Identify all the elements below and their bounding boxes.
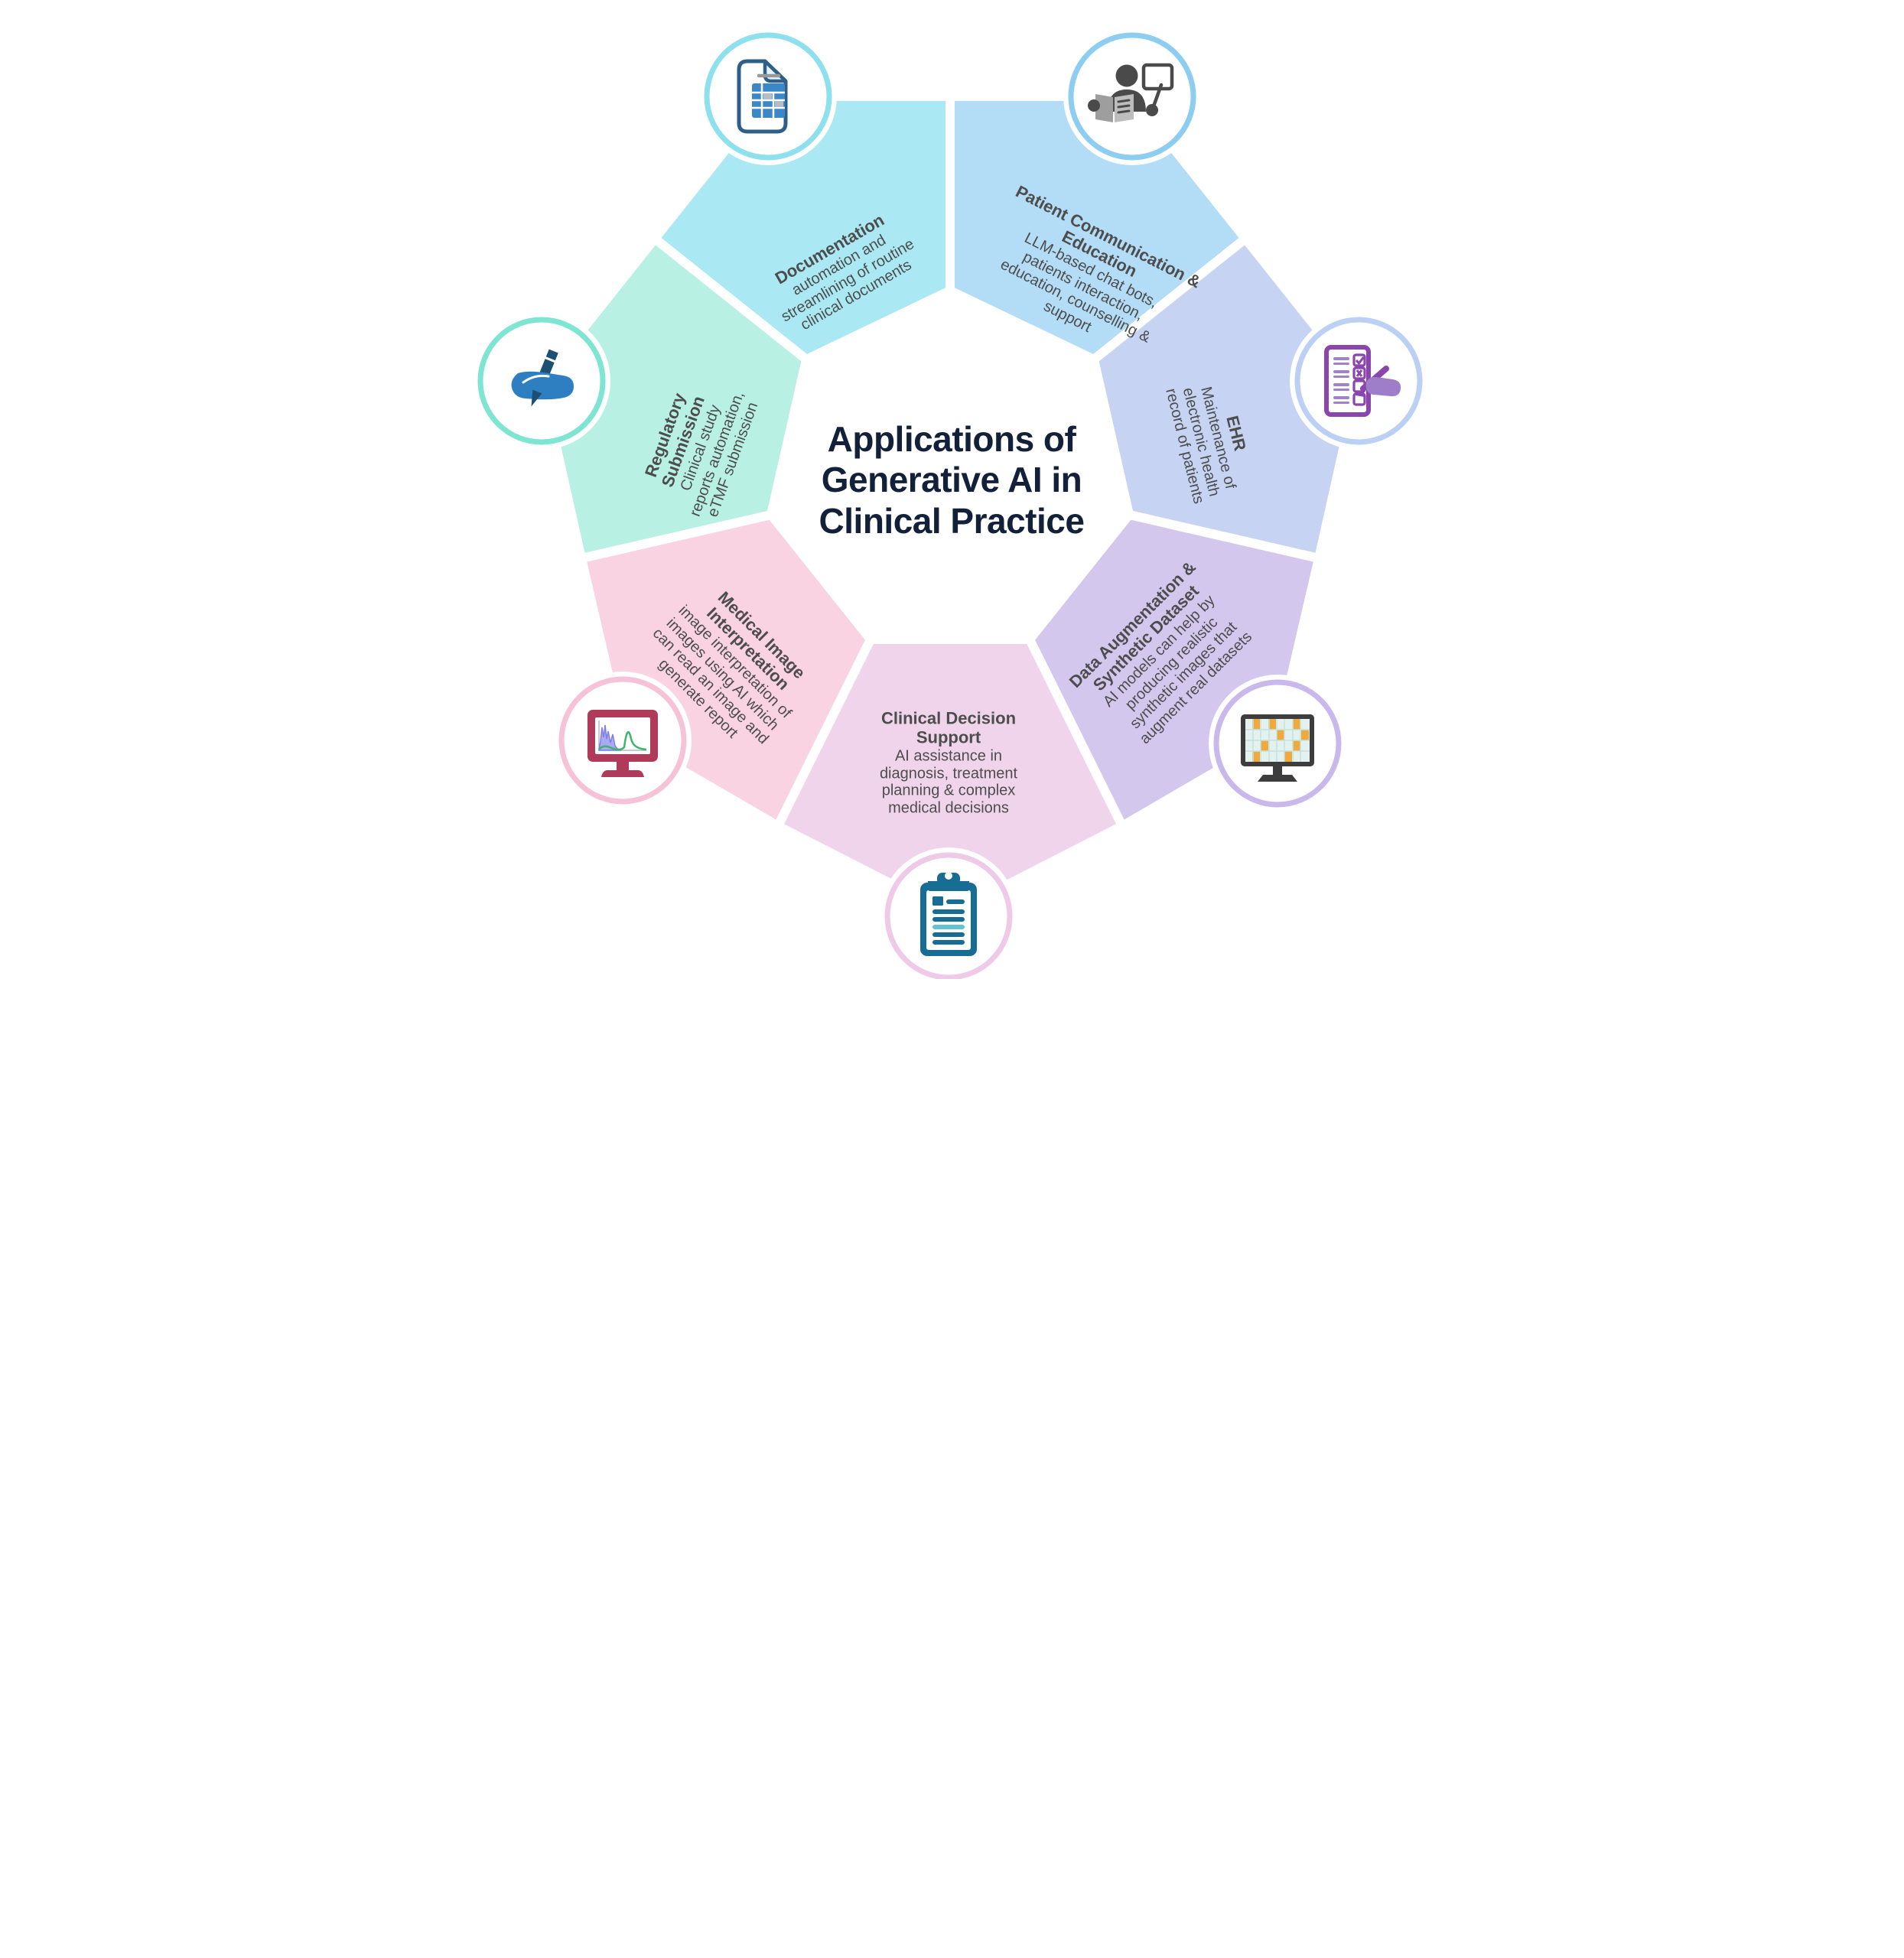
person-teaching-icon bbox=[1088, 63, 1174, 122]
monitor-histogram-icon bbox=[587, 710, 658, 777]
document-table-icon bbox=[737, 59, 788, 134]
clipboard-icon bbox=[920, 872, 977, 956]
infographic-wheel: Documentation automation and streamlinin… bbox=[476, 0, 1428, 979]
checklist-hand-icon bbox=[1324, 345, 1401, 417]
monitor-grid-icon bbox=[1241, 714, 1314, 782]
diagram-canvas bbox=[476, 28, 1427, 979]
diagram-title: Applications of Generative AI in Clinica… bbox=[819, 418, 1085, 541]
hand-pen-icon bbox=[511, 349, 574, 407]
